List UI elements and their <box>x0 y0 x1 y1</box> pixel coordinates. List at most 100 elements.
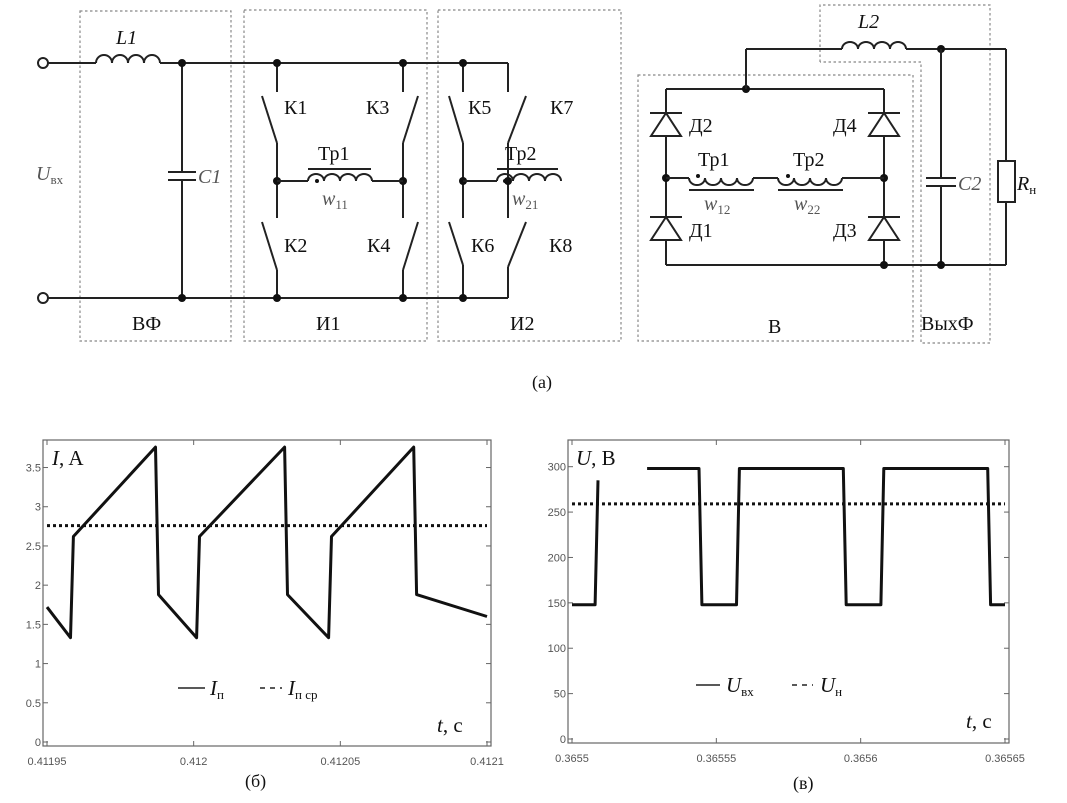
winding-w11 <box>307 173 373 182</box>
legend-label-ip-avg: Iп ср <box>287 676 317 702</box>
switch-K7 <box>507 95 527 144</box>
label-w11: w11 <box>322 188 348 212</box>
label-K2: К2 <box>284 235 307 257</box>
y-tick-label: 0 <box>35 737 41 749</box>
label-Tr2-secondary: Тр2 <box>793 149 824 171</box>
switch-K2 <box>261 221 278 271</box>
block-label-rectifier: В <box>768 316 781 338</box>
winding-w12 <box>688 177 754 186</box>
x-axis-label: t, с <box>966 709 992 733</box>
legend-label-un: Uн <box>820 673 842 699</box>
x-tick-label: 0.3656 <box>844 753 878 765</box>
x-tick-label: 0.3655 <box>555 753 589 765</box>
block-output-filter <box>819 4 991 344</box>
series-line <box>45 445 488 640</box>
block-rectifier <box>637 74 914 342</box>
label-K5: К5 <box>468 97 491 119</box>
x-tick-label: 0.41195 <box>28 756 67 768</box>
label-L2: L2 <box>857 11 879 33</box>
label-C1: C1 <box>198 166 221 188</box>
input-terminal-bottom <box>37 292 49 304</box>
y-tick-label: 150 <box>548 598 566 610</box>
x-tick-label: 0.36555 <box>696 753 736 765</box>
y-tick-label: 250 <box>548 507 566 519</box>
label-K1: К1 <box>284 97 307 119</box>
caption-c: (в) <box>793 773 814 793</box>
x-tick-label: 0.36565 <box>985 753 1025 765</box>
switch-K4 <box>402 221 419 271</box>
plot-area <box>42 439 492 747</box>
input-voltage-label: Uвх <box>36 163 64 187</box>
y-tick-label: 200 <box>548 552 566 564</box>
y-tick-label: 2.5 <box>26 541 41 553</box>
label-D1: Д1 <box>689 220 713 242</box>
y-axis-label: I, A <box>51 446 84 470</box>
label-D2: Д2 <box>689 115 713 137</box>
circuit-diagram: Uвх L1 C1 К1 К3 К2 К4 Тр1 w11 К5 К7 К6 К… <box>36 4 1036 344</box>
switch-K8 <box>507 221 527 268</box>
switch-K3 <box>402 95 419 144</box>
resistor-Rn <box>997 160 1016 203</box>
label-Tr1-secondary: Тр1 <box>698 149 729 171</box>
legend-label-ip: Iп <box>209 676 224 702</box>
block-inverter-2 <box>437 9 622 342</box>
x-tick-label: 0.41205 <box>320 756 360 768</box>
diode-D4 <box>867 111 901 137</box>
label-K7: К7 <box>550 97 573 119</box>
winding-w21 <box>496 173 562 182</box>
label-w22: w22 <box>794 193 820 217</box>
y-tick-label: 0.5 <box>26 698 41 710</box>
label-D3: Д3 <box>833 220 857 242</box>
y-axis-label: U, В <box>576 446 616 470</box>
plot-area <box>567 439 1010 744</box>
label-w12: w12 <box>704 193 730 217</box>
diode-D2 <box>649 111 683 137</box>
caption-a: (а) <box>532 372 552 392</box>
series-line <box>572 480 600 607</box>
y-tick-label: 1 <box>35 659 41 671</box>
x-tick-label: 0.4121 <box>470 756 504 768</box>
label-C2: C2 <box>958 173 981 195</box>
series-line <box>647 467 1005 607</box>
input-terminal-top <box>37 57 49 69</box>
label-Tr1-primary: Тр1 <box>318 143 349 165</box>
y-tick-label: 300 <box>548 462 566 474</box>
block-input-filter <box>79 10 232 342</box>
block-label-inverter-1: И1 <box>316 313 340 335</box>
y-tick-label: 0 <box>560 734 566 746</box>
legend: Iп Iп ср <box>178 676 317 702</box>
block-label-input-filter: ВФ <box>132 313 161 335</box>
block-label-inverter-2: И2 <box>510 313 534 335</box>
voltage-chart: 0 50 100 150 200 250 300 0.3655 0.36555 0.3656 0.3… <box>548 439 1025 765</box>
block-label-output-filter: ВыхФ <box>921 313 974 335</box>
caption-b: (б) <box>245 771 267 791</box>
inductor-L1 <box>95 54 161 64</box>
label-D4: Д4 <box>833 115 857 137</box>
y-tick-label: 1.5 <box>26 619 41 631</box>
label-K6: К6 <box>471 235 494 257</box>
switch-K6 <box>448 221 464 266</box>
x-tick-label: 0.412 <box>180 756 208 768</box>
label-Rn: Rн <box>1016 173 1036 197</box>
label-K3: К3 <box>366 97 389 119</box>
label-Tr2-primary: Тр2 <box>505 143 536 165</box>
switch-K5 <box>448 95 464 144</box>
y-tick-label: 50 <box>554 689 566 701</box>
block-inverter-1 <box>243 9 428 342</box>
winding-w22 <box>777 177 843 186</box>
legend-label-uin: Uвх <box>726 673 754 699</box>
label-K8: К8 <box>549 235 572 257</box>
label-K4: К4 <box>367 235 390 257</box>
y-tick-label: 2 <box>35 580 41 592</box>
label-L1: L1 <box>115 27 137 49</box>
switch-K1 <box>261 95 278 144</box>
legend: Uвх Uн <box>696 673 842 699</box>
diode-D1 <box>649 215 683 241</box>
inductor-L2 <box>841 41 907 50</box>
label-w21: w21 <box>512 188 538 212</box>
x-axis-label: t, с <box>437 713 463 737</box>
diode-D3 <box>867 215 901 241</box>
y-tick-label: 100 <box>548 643 566 655</box>
y-tick-label: 3 <box>35 502 41 514</box>
